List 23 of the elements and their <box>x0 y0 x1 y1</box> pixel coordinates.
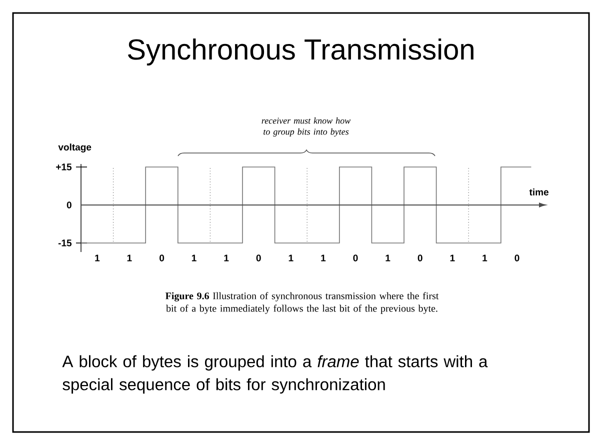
tick-label: -15 <box>58 240 72 246</box>
bit-label: 1 <box>321 254 326 262</box>
body-text: A block of bytes is grouped into a frame that starts with a special sequence of bits for synchronization <box>62 355 488 394</box>
bit-label: 1 <box>95 254 100 262</box>
bit-label: 1 <box>386 254 390 262</box>
bit-label: 0 <box>256 254 261 262</box>
bit-label: 1 <box>192 254 196 262</box>
annotation: receiver must know how to group bits into bytes <box>262 117 351 137</box>
bit-label: 1 <box>127 254 132 262</box>
title: Synchronous Transmission <box>128 38 474 66</box>
tick-label: 0 <box>66 202 72 208</box>
bit-label: 1 <box>288 254 294 262</box>
bit-label: 0 <box>353 254 358 262</box>
axis-label: voltage <box>58 144 92 152</box>
figure-caption: Figure 9.6 Illustration of synchronous transmission where the first bit of a byte immediately follows the last bit of the previous byte. <box>165 292 439 314</box>
bit-label: 1 <box>482 254 488 262</box>
bit-label: 0 <box>514 254 520 262</box>
bit-label: 1 <box>224 254 229 262</box>
tick-label: +15 <box>56 164 72 170</box>
bit-label: 1 <box>450 254 455 262</box>
bit-label: 0 <box>160 254 164 262</box>
bit-label: 0 <box>418 254 422 262</box>
axis-label: time <box>529 188 548 196</box>
